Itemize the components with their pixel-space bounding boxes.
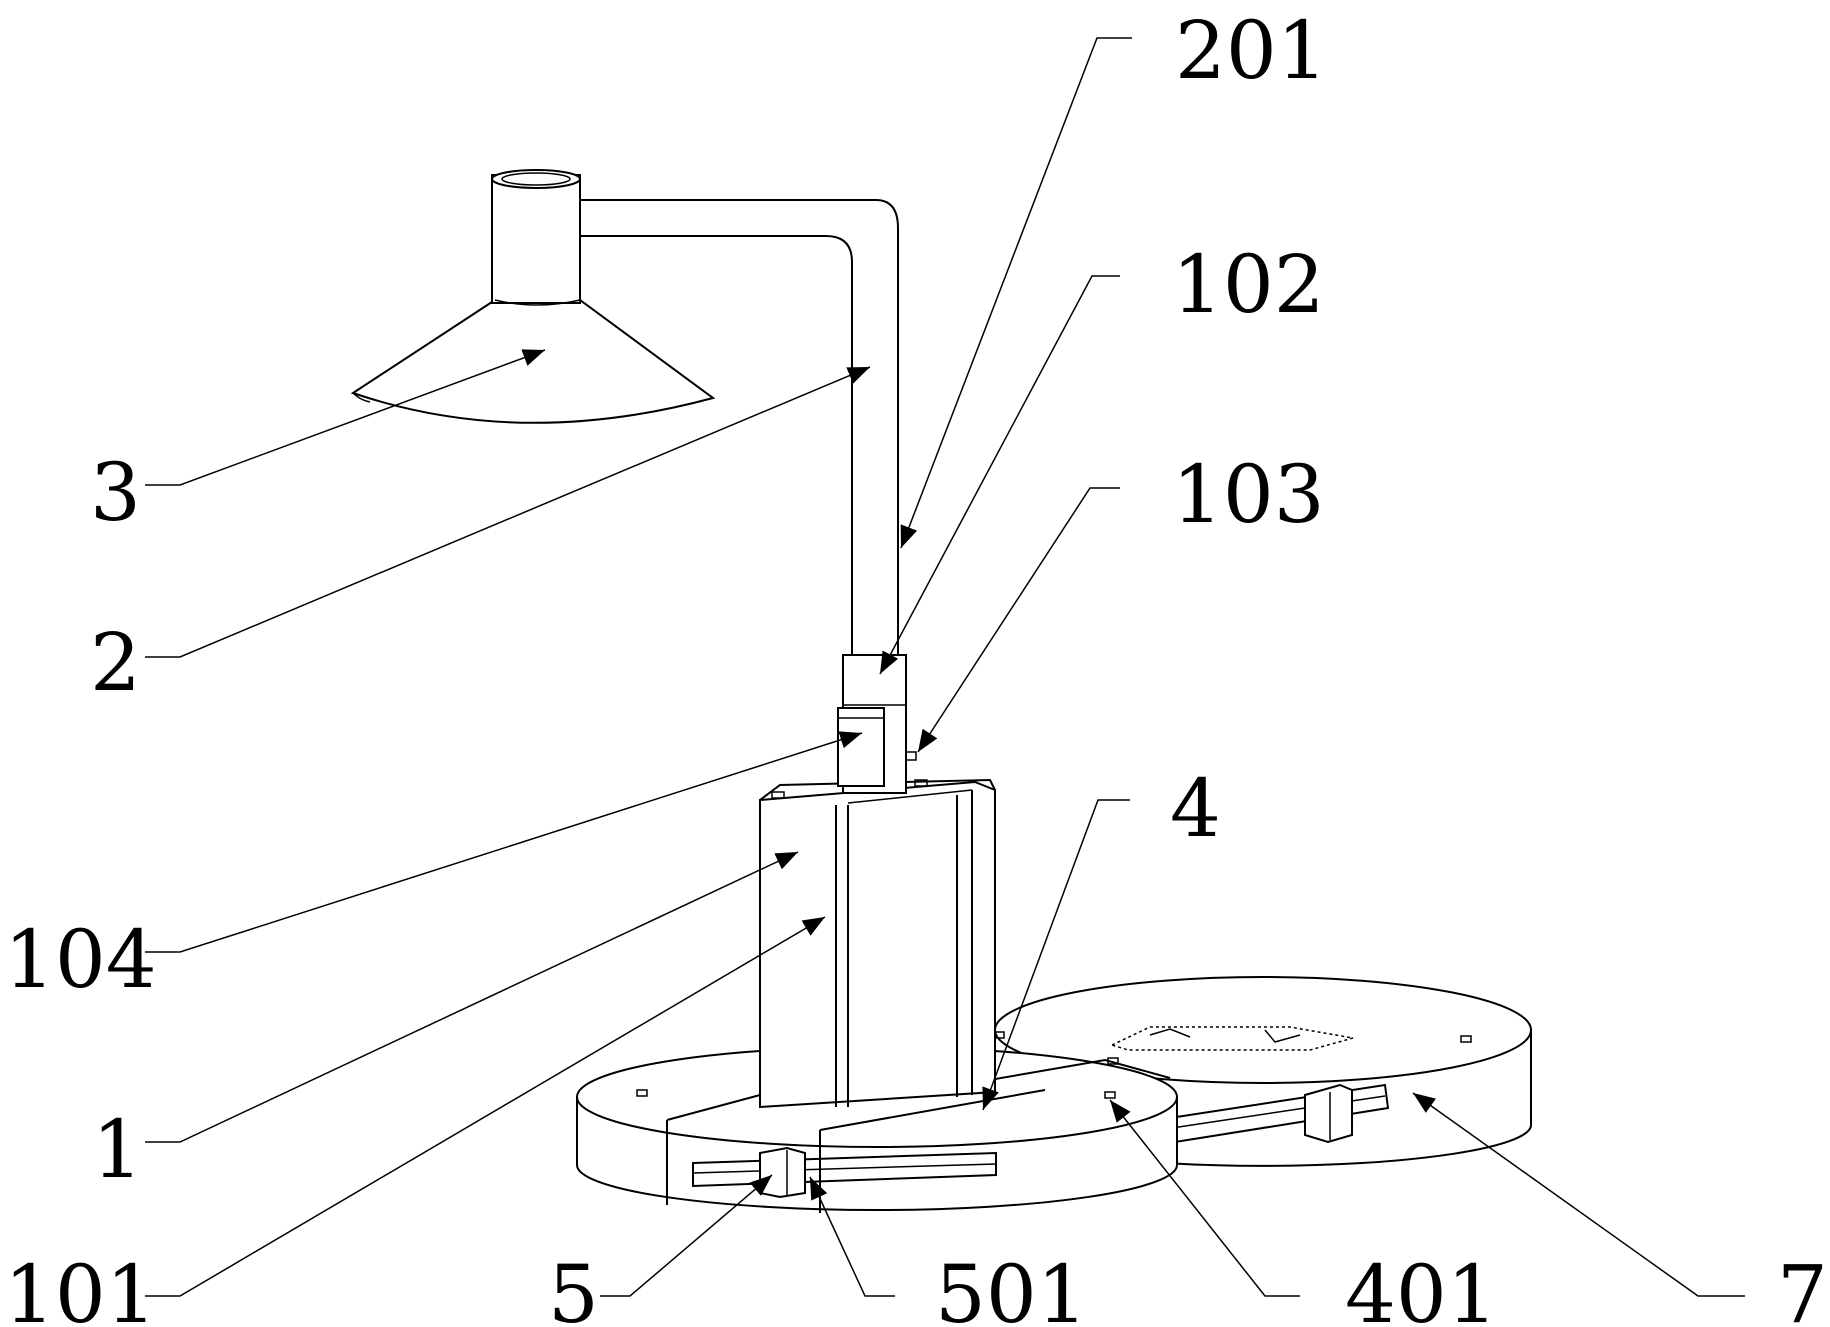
label-5: 5: [548, 1248, 599, 1327]
label-201: 201: [1175, 4, 1328, 97]
label-102: 102: [1172, 238, 1325, 331]
label-7: 7: [1777, 1248, 1828, 1327]
label-1: 1: [92, 1103, 143, 1196]
label-101: 101: [4, 1248, 157, 1327]
label-4: 4: [1170, 762, 1221, 855]
leader-lines: [145, 37, 1745, 1297]
label-501: 501: [935, 1248, 1088, 1327]
label-103: 103: [1172, 448, 1325, 541]
pipe: [569, 199, 899, 655]
lamp-head: [350, 169, 716, 424]
label-401: 401: [1345, 1248, 1498, 1327]
label-2: 2: [90, 616, 141, 709]
upper-sleeve: [837, 654, 917, 794]
column-body: [759, 778, 996, 1109]
label-104: 104: [4, 913, 157, 1006]
label-3: 3: [90, 446, 141, 539]
